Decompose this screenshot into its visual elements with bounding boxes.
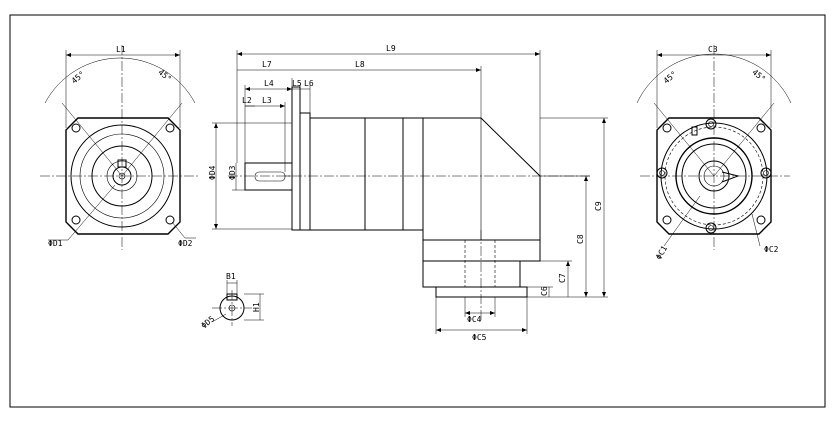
dim-label-C8: C8 <box>576 234 585 244</box>
dim-label-C5: ΦC5 <box>472 333 487 342</box>
dim-label-L3: L3 <box>262 96 272 105</box>
dim-label-D3: ΦD3 <box>228 165 237 180</box>
dim-label-L9: L9 <box>386 44 396 53</box>
shaft-key-section <box>211 280 264 326</box>
dim-label-D5: ΦD5 <box>199 314 216 330</box>
dim-label-C1: ΦC1 <box>654 244 669 261</box>
dim-label-C3: C3 <box>708 45 718 54</box>
dim-label-L7: L7 <box>262 60 272 69</box>
angle-label-left-a: 45° <box>70 69 87 85</box>
dim-label-C6: C6 <box>540 286 549 296</box>
dim-label-C7: C7 <box>558 273 567 283</box>
angle-label-right-b: 45° <box>750 68 767 84</box>
dim-label-L4: L4 <box>264 79 274 88</box>
left-front-view <box>40 45 200 250</box>
dim-label-L6: L6 <box>304 79 314 88</box>
right-front-view <box>636 45 792 250</box>
dim-label-B1: B1 <box>226 272 236 281</box>
dim-label-D1: ΦD1 <box>48 239 63 248</box>
dim-label-C4: ΦC4 <box>467 315 482 324</box>
drawing-frame <box>9 14 826 408</box>
dim-label-L1: L1 <box>116 45 126 54</box>
dim-label-C2: ΦC2 <box>764 245 779 254</box>
dim-label-D2: ΦD2 <box>178 239 193 248</box>
dim-label-C9: C9 <box>594 201 603 211</box>
side-view <box>212 50 608 334</box>
dim-label-L8: L8 <box>355 60 365 69</box>
dim-label-L2: L2 <box>242 96 252 105</box>
angle-label-right-a: 45° <box>662 69 679 85</box>
dim-label-D4: ΦD4 <box>208 165 217 180</box>
angle-label-left-b: 45° <box>156 68 173 84</box>
dim-label-H1: H1 <box>252 302 261 312</box>
dim-label-L5: L5 <box>292 79 302 88</box>
